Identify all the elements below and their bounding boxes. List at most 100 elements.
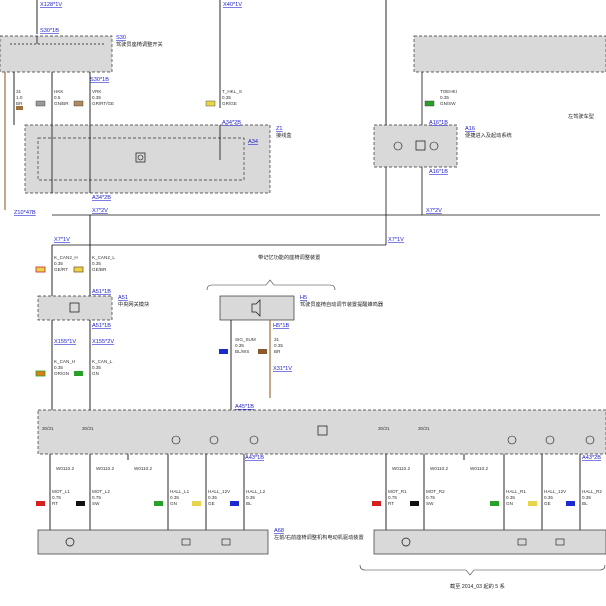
s30-b-label[interactable]: S30*1B <box>90 77 109 83</box>
sigsum-size: 0.35 <box>235 343 244 348</box>
pin-30-31-b: 30/31 <box>82 426 94 431</box>
z10-label[interactable]: Z10*47B <box>14 210 36 216</box>
bottom-note: 截至 2014_03 起的 5 系 <box>450 582 505 590</box>
hallr1-swatch <box>490 501 499 506</box>
h5-name: 驾驶员座椅自动调节装置提醒蜂鸣器 <box>300 300 384 308</box>
a16-bot-label[interactable]: A16*1B <box>429 169 448 175</box>
conn-top-left[interactable]: X128*1V <box>40 2 62 8</box>
a34-top-label[interactable]: A34*2B <box>222 120 241 126</box>
w31-pin: 31 <box>16 89 22 94</box>
w31b-size: 0.35 <box>274 343 283 348</box>
motor-left-icon <box>65 537 75 547</box>
halll1-size: 0.35 <box>170 495 179 500</box>
a16-code[interactable]: A16 <box>465 126 475 132</box>
kcanl-color: GN <box>92 371 99 376</box>
a43-2-label[interactable]: A43*2B <box>582 455 601 461</box>
hall12r-color: GE <box>544 501 551 506</box>
x155-2-label[interactable]: X155*2V <box>92 339 114 345</box>
a16-module-icon <box>415 140 426 151</box>
motor-box-right <box>373 529 606 555</box>
kcan2h-size: 0.35 <box>54 261 63 266</box>
hkk-size: 0.5 <box>54 95 61 100</box>
note-bracket <box>206 279 336 291</box>
hallr2-size: 0.35 <box>582 495 591 500</box>
hkk-color: GN/BR <box>54 101 69 106</box>
w31-color: BR <box>16 101 23 106</box>
a34-bot-label[interactable]: A34*2B <box>92 195 111 201</box>
kcan2l-size: 0.35 <box>92 261 101 266</box>
a45-label[interactable]: A45*1B <box>235 404 254 410</box>
motr1-name: MOT_R1 <box>388 489 407 494</box>
s30-code[interactable]: S30 <box>116 35 126 41</box>
z1-code[interactable]: Z1 <box>276 126 283 132</box>
halll1-name: HALL_L1 <box>170 489 190 494</box>
hkk-name: HKK <box>54 89 64 94</box>
halll2-size: 0.35 <box>246 495 255 500</box>
sigsum-color: BL/WS <box>235 349 249 354</box>
x7-2-label[interactable]: X7*2V <box>92 208 108 214</box>
top-wires <box>36 0 387 125</box>
splice-w1: W0110.2 <box>56 466 74 471</box>
right-box <box>413 35 606 73</box>
kcanh-name: K_CAN_H <box>54 359 75 364</box>
thkl-swatch <box>205 100 216 107</box>
x7-4-label[interactable]: X7*2V <box>426 208 442 214</box>
s30-pin-label[interactable]: S30*1B <box>40 28 59 34</box>
a51-bot-label[interactable]: A51*1B <box>92 323 111 329</box>
a16-top-label[interactable]: A16*1B <box>429 120 448 126</box>
hkk-swatch <box>35 100 46 107</box>
splice-w4: W0110.2 <box>392 466 410 471</box>
a51-pin-label[interactable]: A51*1B <box>92 289 111 295</box>
a16-transistor-icon <box>393 141 403 151</box>
bracket-note: 带记忆功能的座椅调整装置 <box>258 253 320 261</box>
toehk-color: GN/SW <box>440 101 456 106</box>
z1-internal <box>51 125 221 193</box>
hallr2-name: HALL_R2 <box>582 489 602 494</box>
x7-1-label[interactable]: X7*1V <box>54 237 70 243</box>
hall-sensors <box>181 538 565 546</box>
a51-code[interactable]: A51 <box>118 295 128 301</box>
motor-box-left <box>37 529 269 555</box>
conn-top-mid[interactable]: X40*1V <box>223 2 242 8</box>
sigsum-name: SIG_SUM <box>235 337 256 342</box>
hall12-color: GE <box>208 501 215 506</box>
motr2-color: SW <box>426 501 434 506</box>
a45-module-box <box>37 409 606 455</box>
motr1-size: 0.75 <box>388 495 397 500</box>
hall12-name: HALL_12V <box>208 489 231 494</box>
motor-right-icon <box>401 537 411 547</box>
kcan2l-color: GE/BR <box>92 267 107 272</box>
a16-wires <box>385 72 423 245</box>
a51-module-icon <box>69 302 80 313</box>
toehk-name: TOEHKI <box>440 89 457 94</box>
x31-label[interactable]: X31*1V <box>273 366 292 372</box>
kcan2h-name: K_CAN2_H <box>54 255 78 260</box>
vrk-size: 0.35 <box>92 95 101 100</box>
sigsum-swatch <box>219 349 228 354</box>
z1-name: 接线盒 <box>276 131 292 139</box>
a34-code[interactable]: A34 <box>248 139 258 145</box>
w31b-swatch <box>258 349 267 354</box>
a43-label[interactable]: A43*1B <box>245 455 264 461</box>
h5-pin-label[interactable]: H5*1B <box>273 323 289 329</box>
a51-box <box>37 295 113 321</box>
kcanl-swatch <box>74 371 83 376</box>
hallr1-name: HALL_R1 <box>506 489 526 494</box>
toehk-size: 0.35 <box>440 95 449 100</box>
motl1-name: MOT_L1 <box>52 489 70 494</box>
halll2-name: HALL_L2 <box>246 489 266 494</box>
hall12r-swatch <box>528 501 537 506</box>
h5-code[interactable]: H5 <box>300 295 307 301</box>
x7-3-label[interactable]: X7*1V <box>388 237 404 243</box>
kcan2-wires <box>51 215 91 296</box>
kcanh-swatch <box>35 370 46 377</box>
s30-switch <box>10 36 105 45</box>
a68-code[interactable]: A68 <box>274 528 284 534</box>
motl1-size: 0.75 <box>52 495 61 500</box>
lower-wires-left <box>49 454 245 530</box>
kcan2h-color: GE/RT <box>54 267 68 272</box>
x155-1-label[interactable]: X155*1V <box>54 339 76 345</box>
hallr1-color: GN <box>506 501 513 506</box>
s30-down-wires <box>13 72 91 125</box>
